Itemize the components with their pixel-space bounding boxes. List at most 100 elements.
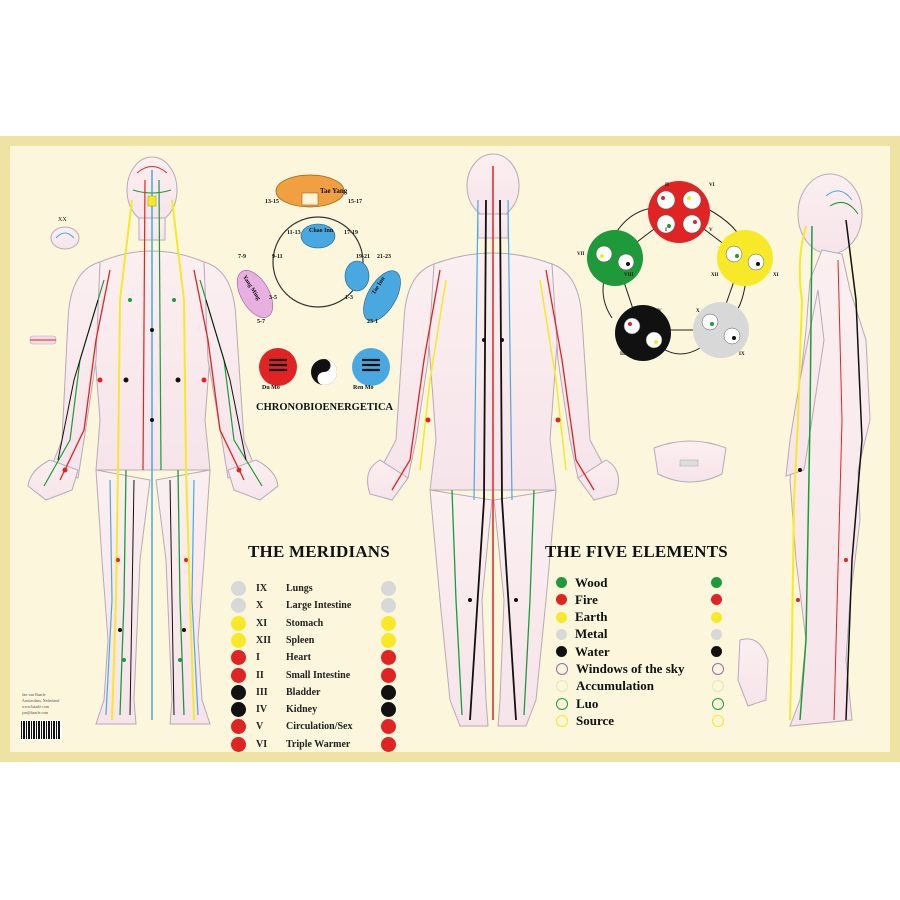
chrono-diagram — [236, 174, 401, 386]
element-color-dot — [556, 714, 568, 727]
element-name: Luo — [576, 695, 599, 711]
du-mo-label: Du Mo — [262, 385, 280, 391]
meridian-numeral: VI — [256, 738, 268, 750]
mouth-detail-figure — [29, 335, 57, 345]
element-row: Source — [556, 712, 726, 729]
meridian-name: Small Intestine — [286, 669, 351, 681]
meridian-color-dot — [231, 632, 246, 648]
chrono-time-19-21: 19-21 — [356, 254, 370, 260]
meridian-numeral: IV — [256, 704, 268, 716]
meridian-name: Bladder — [286, 686, 321, 698]
five-elements-cycle — [587, 181, 773, 361]
cycle-numeral: I — [665, 228, 667, 233]
five-elements-heading: THE FIVE ELEMENTS — [545, 542, 728, 561]
element-color-dot — [711, 577, 722, 588]
cycle-numeral: X — [696, 309, 700, 314]
meridian-color-dot — [381, 702, 396, 718]
element-name: Water — [575, 643, 610, 659]
element-row: Wood — [556, 574, 726, 591]
ear-detail-figure: XX — [50, 217, 80, 250]
element-name: Wood — [575, 574, 608, 590]
element-color-dot — [711, 628, 722, 640]
publisher-line: jan@baarle.com — [22, 710, 49, 715]
publisher-line: Jan van Baarle — [22, 692, 46, 697]
meridian-numeral: II — [256, 669, 264, 681]
meridian-row: IX Lungs — [231, 580, 431, 597]
element-row: Water — [556, 643, 726, 660]
meridian-numeral: IX — [256, 583, 268, 594]
meridian-numeral: I — [256, 652, 260, 664]
cycle-numeral: VI — [709, 183, 715, 188]
meridian-row: III Bladder — [231, 684, 431, 701]
meridian-color-dot — [231, 650, 246, 666]
meridian-numeral: XII — [256, 634, 272, 646]
meridian-numeral: III — [256, 686, 268, 698]
chrono-time-15-17: 15-17 — [348, 199, 362, 205]
meridian-row: XI Stomach — [231, 615, 431, 632]
meridian-row: I Heart — [231, 649, 431, 666]
chrono-time-9-11: 9-11 — [272, 254, 283, 260]
front-body-figure — [27, 156, 279, 725]
barcode — [20, 720, 62, 740]
chrono-time-5-7: 5-7 — [257, 319, 265, 325]
meridian-name: Lungs — [286, 583, 313, 594]
cycle-numeral: IX — [739, 352, 745, 357]
acupuncture-poster: XX — [0, 136, 900, 762]
cycle-numeral: IV — [656, 309, 662, 314]
chrono-time-11-13: 11-13 — [287, 230, 301, 236]
meridian-color-dot — [381, 736, 396, 752]
meridian-row: VI Triple Warmer — [231, 736, 431, 752]
element-row: Fire — [556, 591, 726, 608]
meridian-row: IV Kidney — [231, 701, 431, 718]
meridian-color-dot — [231, 615, 246, 631]
element-name: Metal — [575, 626, 608, 642]
element-color-dot — [711, 594, 722, 606]
element-color-dot — [712, 680, 724, 693]
chrono-time-21-23: 21-23 — [377, 254, 391, 260]
meridian-color-dot — [231, 581, 246, 596]
cycle-numeral: XI — [773, 273, 779, 278]
chrono-tai-yang-label: Tae Yang — [320, 187, 348, 195]
element-name: Windows of the sky — [576, 661, 685, 676]
element-color-dot — [711, 646, 722, 658]
meridian-name: Stomach — [286, 617, 324, 629]
meridian-color-dot — [381, 650, 396, 666]
chrono-title: CHRONOBIOENERGETICA — [256, 402, 394, 413]
element-name: Accumulation — [576, 678, 654, 694]
element-name: Earth — [575, 609, 608, 625]
chrono-time-3-5: 3-5 — [269, 295, 277, 301]
meridian-color-dot — [381, 615, 396, 631]
poster-canvas: XX — [10, 146, 890, 752]
cycle-numeral: VII — [577, 252, 585, 257]
element-row: Windows of the sky — [556, 661, 726, 678]
chrono-time-23-1: 23-1 — [367, 319, 378, 325]
element-color-dot — [712, 714, 724, 727]
ren-mo-label: Ren Mo — [353, 385, 374, 391]
element-color-dot — [556, 663, 568, 675]
meridian-color-dot — [381, 598, 396, 614]
meridian-color-dot — [381, 632, 396, 648]
cycle-numeral: V — [709, 228, 713, 233]
publisher-line: Amsterdam, Nederland — [22, 698, 60, 703]
svg-text:XX: XX — [58, 217, 67, 223]
meridian-name: Large Intestine — [286, 600, 352, 612]
side-body-figure — [785, 173, 871, 727]
meridian-name: Heart — [286, 652, 311, 664]
meridian-name: Triple Warmer — [286, 738, 351, 750]
cycle-numeral: III — [620, 352, 626, 357]
meridian-color-dot — [231, 719, 246, 735]
element-color-dot — [556, 646, 567, 658]
illustration-layer: XX — [27, 153, 871, 727]
meridian-name: Kidney — [286, 704, 318, 716]
meridian-numeral: XI — [256, 617, 268, 629]
meridian-color-dot — [381, 719, 396, 735]
meridian-row: II Small Intestine — [231, 667, 431, 684]
element-name: Source — [576, 712, 615, 728]
chrono-time-7-9: 7-9 — [238, 254, 246, 260]
meridians-heading: THE MERIDIANS — [248, 542, 390, 561]
back-body-figure — [367, 153, 619, 727]
meridian-color-dot — [231, 684, 246, 700]
element-color-dot — [711, 611, 722, 623]
